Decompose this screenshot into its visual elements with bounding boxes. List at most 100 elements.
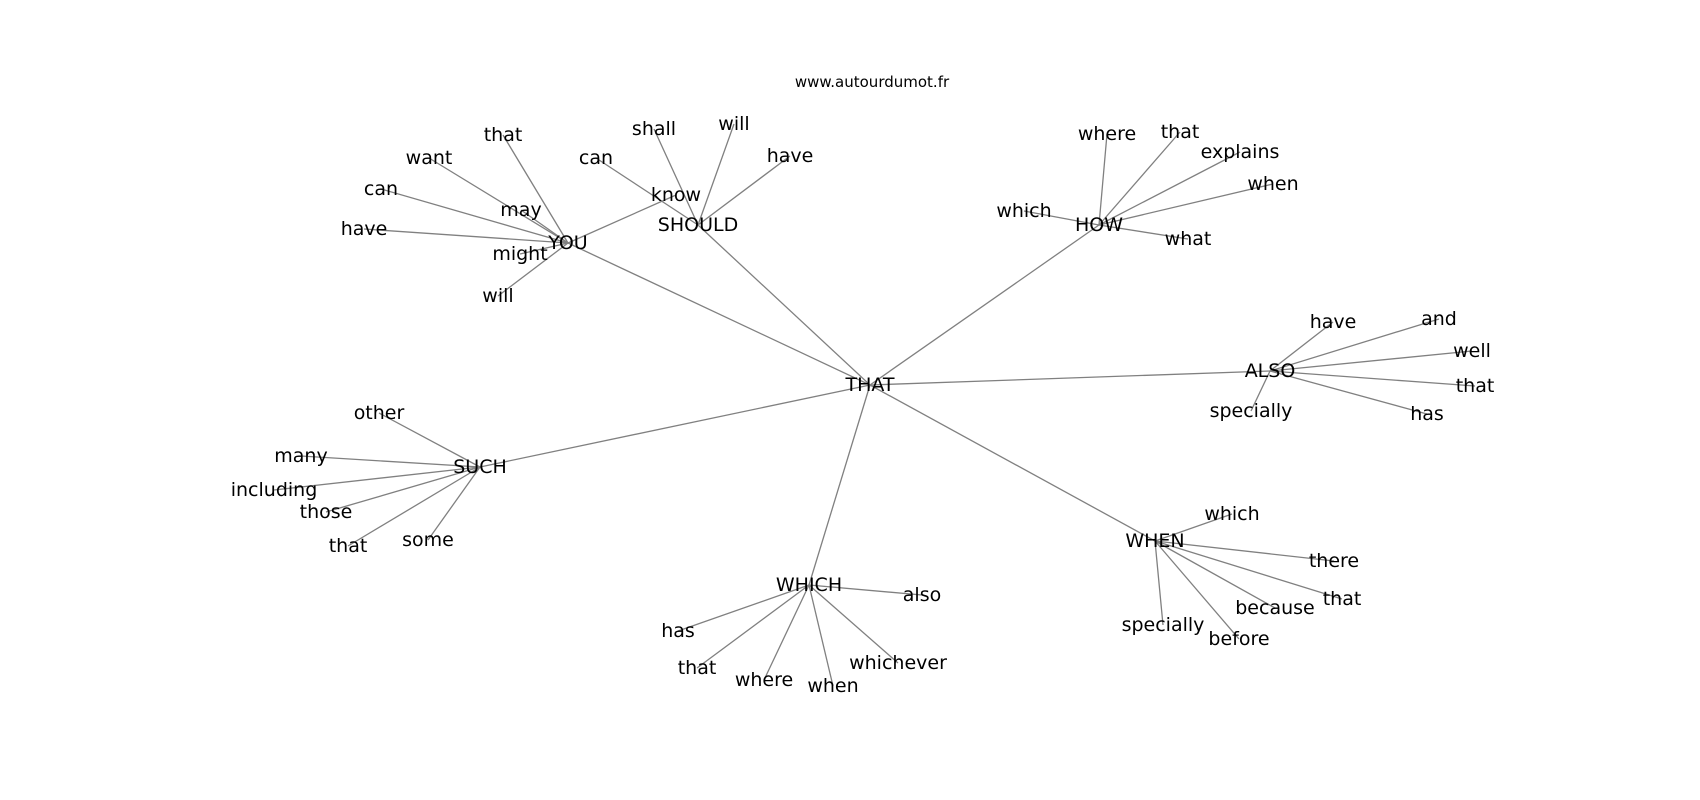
edge-root-you — [567, 242, 871, 386]
edge-you-that — [502, 134, 569, 244]
node-leaf-such-many: many — [274, 445, 327, 467]
edge-you-have — [363, 228, 569, 244]
edge-such-those — [325, 466, 481, 513]
node-leaf-you-know: know — [651, 184, 701, 206]
edge-root-when — [869, 384, 1156, 542]
edge-which-has — [677, 584, 810, 632]
edge-which-when — [808, 584, 834, 687]
edge-you-may — [520, 209, 569, 244]
edge-how-where — [1098, 133, 1108, 226]
edge-root-such — [479, 384, 871, 468]
edge-you-can — [380, 188, 569, 244]
edge-such-many — [300, 455, 481, 468]
node-leaf-also-specially: specially — [1210, 400, 1293, 422]
node-leaf-when-specially: specially — [1122, 614, 1205, 636]
source-url: www.autourdumot.fr — [795, 73, 950, 91]
node-leaf-also-has: has — [1410, 403, 1444, 425]
edge-when-there — [1154, 540, 1335, 562]
edge-when-because — [1154, 540, 1276, 609]
node-leaf-you-may: may — [500, 199, 541, 221]
edge-when-that — [1154, 540, 1343, 600]
node-leaf-also-well: well — [1453, 340, 1491, 362]
node-leaf-such-that: that — [329, 535, 368, 557]
edge-how-when — [1098, 183, 1274, 226]
edge-such-some — [427, 466, 481, 541]
edge-should-shall — [653, 128, 699, 226]
node-hub-how: HOW — [1075, 214, 1123, 236]
node-leaf-when-because: because — [1235, 597, 1314, 619]
node-leaf-you-that: that — [484, 124, 523, 146]
node-leaf-such-including: including — [231, 479, 318, 501]
node-leaf-when-that: that — [1323, 588, 1362, 610]
node-leaf-also-and: and — [1421, 308, 1457, 330]
node-leaf-which-that: that — [678, 657, 717, 679]
edge-which-that — [696, 584, 810, 669]
node-leaf-how-when: when — [1247, 173, 1298, 195]
node-leaf-such-those: those — [300, 501, 353, 523]
node-leaf-which-when: when — [807, 675, 858, 697]
edge-you-know — [567, 194, 677, 244]
edge-when-which — [1154, 513, 1233, 542]
node-leaf-you-want: want — [406, 147, 453, 169]
node-leaf-which-whichever: whichever — [849, 652, 947, 674]
node-hub-which: WHICH — [776, 574, 842, 596]
node-leaf-should-can: can — [579, 147, 613, 169]
node-leaf-which-where: where — [735, 669, 793, 691]
edge-also-and — [1269, 318, 1440, 372]
edge-how-what — [1098, 224, 1189, 240]
edge-also-specially — [1250, 370, 1271, 412]
edge-how-that — [1098, 131, 1181, 226]
edge-you-want — [428, 157, 569, 244]
node-root: THAT — [844, 374, 894, 396]
node-leaf-which-also: also — [903, 584, 941, 606]
node-hub-you: YOU — [547, 232, 587, 254]
edge-also-that — [1269, 370, 1476, 387]
edge-when-specially — [1154, 540, 1164, 626]
node-leaf-such-other: other — [354, 402, 405, 424]
graph-labels: www.autourdumot.frTHATYOUthatwantcanhave… — [231, 73, 1495, 697]
node-leaf-how-that: that — [1161, 121, 1200, 143]
edge-root-also — [869, 370, 1271, 386]
node-leaf-should-shall: shall — [632, 118, 676, 140]
node-leaf-you-can: can — [364, 178, 398, 200]
node-leaf-also-have: have — [1310, 311, 1357, 333]
node-leaf-when-which: which — [1204, 503, 1259, 525]
edge-such-including — [273, 466, 481, 491]
node-hub-when: WHEN — [1125, 530, 1184, 552]
edge-also-well — [1269, 350, 1473, 372]
edge-which-whichever — [808, 584, 899, 664]
node-leaf-how-explains: explains — [1201, 141, 1280, 163]
edge-should-have — [697, 155, 791, 226]
edge-root-which — [808, 384, 871, 586]
edge-root-how — [869, 224, 1100, 386]
node-hub-should: SHOULD — [658, 214, 738, 236]
edge-how-explains — [1098, 151, 1241, 226]
node-hub-also: ALSO — [1245, 360, 1296, 382]
graph-edges — [273, 123, 1476, 687]
edge-should-can — [595, 157, 699, 226]
edge-should-will — [697, 123, 735, 226]
edge-you-might — [519, 242, 569, 255]
node-leaf-when-there: there — [1309, 550, 1359, 572]
node-leaf-you-will: will — [482, 285, 513, 307]
edge-which-where — [763, 584, 810, 681]
edge-also-have — [1269, 321, 1334, 372]
node-leaf-how-what: what — [1165, 228, 1212, 250]
node-leaf-you-might: might — [492, 243, 547, 265]
node-leaf-you-have: have — [341, 218, 388, 240]
edge-how-which — [1023, 210, 1100, 226]
node-leaf-such-some: some — [402, 529, 454, 551]
edge-which-also — [808, 584, 923, 596]
node-leaf-should-have: have — [767, 145, 814, 167]
edge-root-should — [697, 224, 871, 386]
node-leaf-how-which: which — [996, 200, 1051, 222]
node-leaf-which-has: has — [661, 620, 695, 642]
node-leaf-how-where: where — [1078, 123, 1136, 145]
node-leaf-when-before: before — [1208, 628, 1269, 650]
node-leaf-should-will: will — [718, 113, 749, 135]
node-hub-such: SUCH — [453, 456, 507, 478]
edge-such-other — [378, 412, 481, 468]
node-leaf-also-that: that — [1456, 375, 1495, 397]
edge-you-will — [497, 242, 569, 297]
